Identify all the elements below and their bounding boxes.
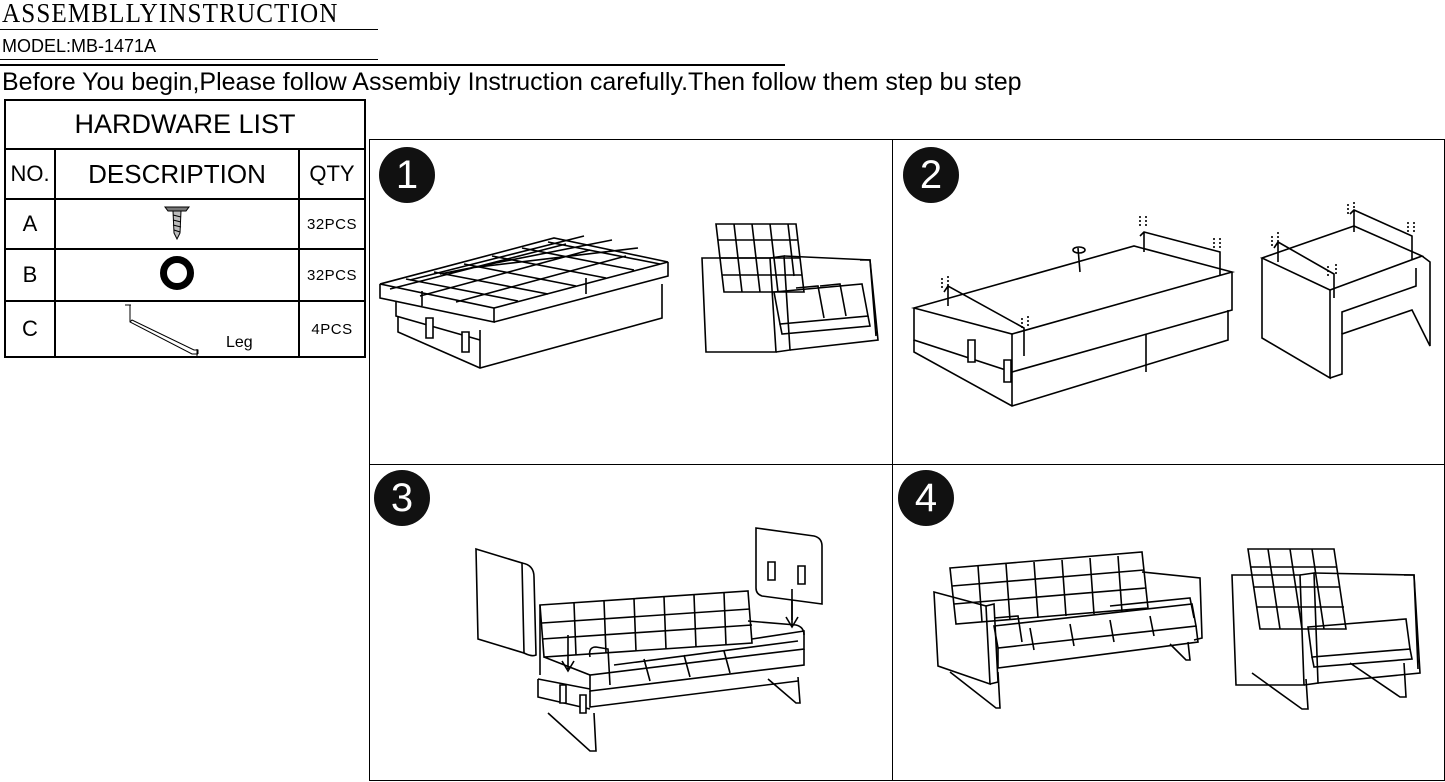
step-number-1: 1 <box>379 147 435 203</box>
document-title: ASSEMBLLYINSTRUCTION <box>2 0 339 28</box>
washer-icon <box>159 255 195 291</box>
screw-icon <box>162 203 192 241</box>
hardware-row-desc <box>54 198 300 250</box>
step2-chair-frame-illustration <box>1258 202 1438 382</box>
intro-text: Before You begin,Please follow Assembiy … <box>2 68 1022 96</box>
hardware-row-no: C <box>4 300 56 358</box>
step3-sofa-armrest-attachment-illustration <box>534 585 809 760</box>
leg-label: Leg <box>226 334 253 351</box>
hardware-row: B 32PCS <box>4 248 366 302</box>
step-number-2: 2 <box>903 147 959 203</box>
title-underline <box>0 29 378 30</box>
hardware-row-qty: 32PCS <box>298 198 366 250</box>
step2-frame-leg-attachment-illustration <box>908 212 1243 412</box>
model-number: MODEL:MB-1471A <box>2 36 157 56</box>
hardware-list-title: HARDWARE LIST <box>4 99 366 150</box>
hardware-row: C Leg 4PCS <box>4 300 366 358</box>
hardware-list-table: HARDWARE LIST NO. DESCRIPTION QTY A 32PC… <box>4 99 366 358</box>
hardware-row-no: A <box>4 198 56 250</box>
col-qty-header: QTY <box>298 148 366 200</box>
col-description-header: DESCRIPTION <box>54 148 300 200</box>
model-underline <box>0 59 378 60</box>
step1-armchair-illustration <box>700 220 885 355</box>
step-number-4: 4 <box>898 470 954 526</box>
header-divider <box>0 64 785 66</box>
step4-assembled-armchair-illustration <box>1228 545 1428 715</box>
hardware-row: A 32PCS <box>4 198 366 250</box>
step3-armrest-left-illustration <box>472 545 542 660</box>
step3-armrest-right-illustration <box>752 524 832 614</box>
grid-vertical-divider <box>892 139 893 781</box>
hardware-row-desc <box>54 248 300 302</box>
leg-icon <box>125 302 210 358</box>
step1-sofa-bed-illustration <box>376 234 676 374</box>
hardware-row-qty: 4PCS <box>298 300 366 358</box>
hardware-row-desc: Leg <box>54 300 300 358</box>
col-no-header: NO. <box>4 148 56 200</box>
hardware-row-qty: 32PCS <box>298 248 366 302</box>
hardware-row-no: B <box>4 248 56 302</box>
grid-horizontal-divider <box>369 464 1445 465</box>
step4-assembled-sofa-illustration <box>930 548 1210 713</box>
step-number-3: 3 <box>374 470 430 526</box>
